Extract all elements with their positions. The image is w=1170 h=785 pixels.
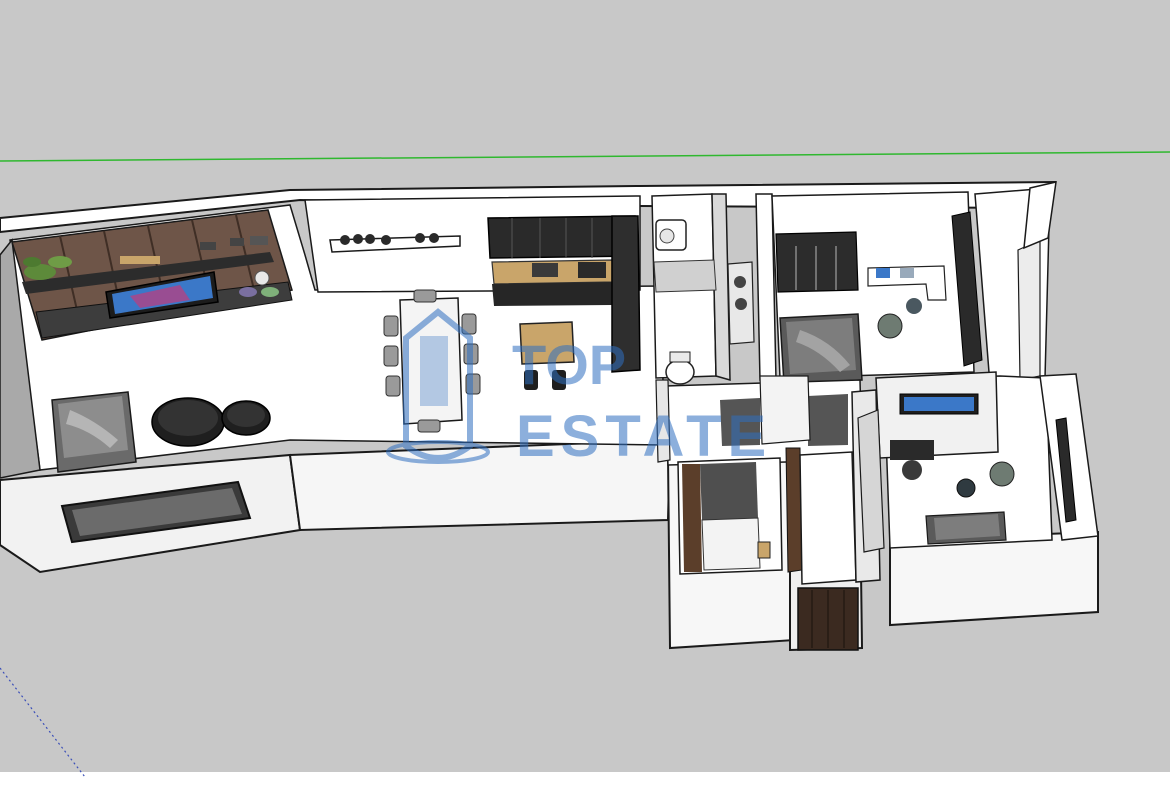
interior-wall-hall-vertical (759, 375, 811, 445)
decor-box (200, 242, 216, 250)
watermark: TOP ESTATE (386, 308, 772, 469)
storage-dark-floor (700, 462, 758, 520)
desk-chair-icon (890, 440, 934, 480)
decor-box (230, 238, 244, 246)
toilet-icon (665, 351, 695, 385)
decor-books (120, 256, 160, 264)
kitchen-cabinet-grid (511, 218, 615, 258)
desk-monitor (876, 268, 890, 278)
wardrobe (775, 231, 859, 293)
bedroom-upper-window (951, 211, 983, 367)
wardrobe-doors (795, 246, 837, 290)
dryer-icon (735, 298, 747, 310)
house-pin-building (420, 336, 448, 406)
kitchen-base-cabinets (492, 282, 612, 306)
water-heater-icon (757, 541, 771, 559)
side-table-top (227, 403, 265, 427)
living-room-left-wall (0, 238, 41, 479)
bathroom-right-wall (711, 193, 731, 382)
armchair-icon (877, 313, 903, 339)
viewport-bottom-strip (0, 772, 1170, 785)
tv-screen-glow (130, 285, 190, 308)
hallway-dark-floor (720, 398, 760, 446)
bedroom-lower-left-wall (857, 409, 885, 553)
decor-bowl (239, 287, 257, 297)
bar-stool-icon (524, 370, 566, 390)
window-icon (1055, 417, 1077, 523)
bed-icon (925, 511, 1007, 545)
sink-basin (659, 228, 675, 244)
desk-monitor (900, 268, 914, 278)
wall-corner-right (1023, 181, 1057, 250)
green-axis-line (0, 151, 1170, 162)
armchair-icon (989, 461, 1015, 487)
hall-corridor-floor (799, 451, 857, 585)
kitchen-cooktop (578, 262, 606, 278)
side-table-icon (956, 478, 976, 498)
shower-enclosure (653, 259, 717, 293)
kitchen-tall-cabinet (611, 215, 641, 373)
decor-box (250, 236, 268, 245)
hallway-dark-floor (808, 394, 848, 446)
decor-bowl (261, 287, 279, 297)
interior-wall-hall-vertical (655, 379, 671, 463)
storage-shelving (682, 464, 702, 572)
watermark-line2: ESTATE (516, 404, 772, 469)
wall-tv-screen (904, 397, 974, 411)
blue-axis-dotted-line (0, 667, 86, 778)
right-wall-inner-face (1017, 239, 1041, 381)
window-glass (72, 488, 242, 536)
plant-icon (23, 256, 72, 280)
storage-light-floor (701, 517, 761, 571)
coffee-table-top (158, 400, 218, 436)
decor-vase (254, 270, 270, 286)
sofa-icon (51, 391, 137, 473)
desk-chair-icon (906, 298, 922, 314)
kitchen-island (519, 321, 575, 365)
shelf-items (340, 233, 439, 245)
watermark-line1: TOP (512, 333, 626, 396)
tv-shelf-upper (22, 252, 274, 294)
washing-machine-icon (734, 276, 746, 288)
bed-icon (779, 313, 863, 385)
kitchen-sink-icon (532, 263, 558, 277)
watermark-swoosh (386, 440, 490, 464)
